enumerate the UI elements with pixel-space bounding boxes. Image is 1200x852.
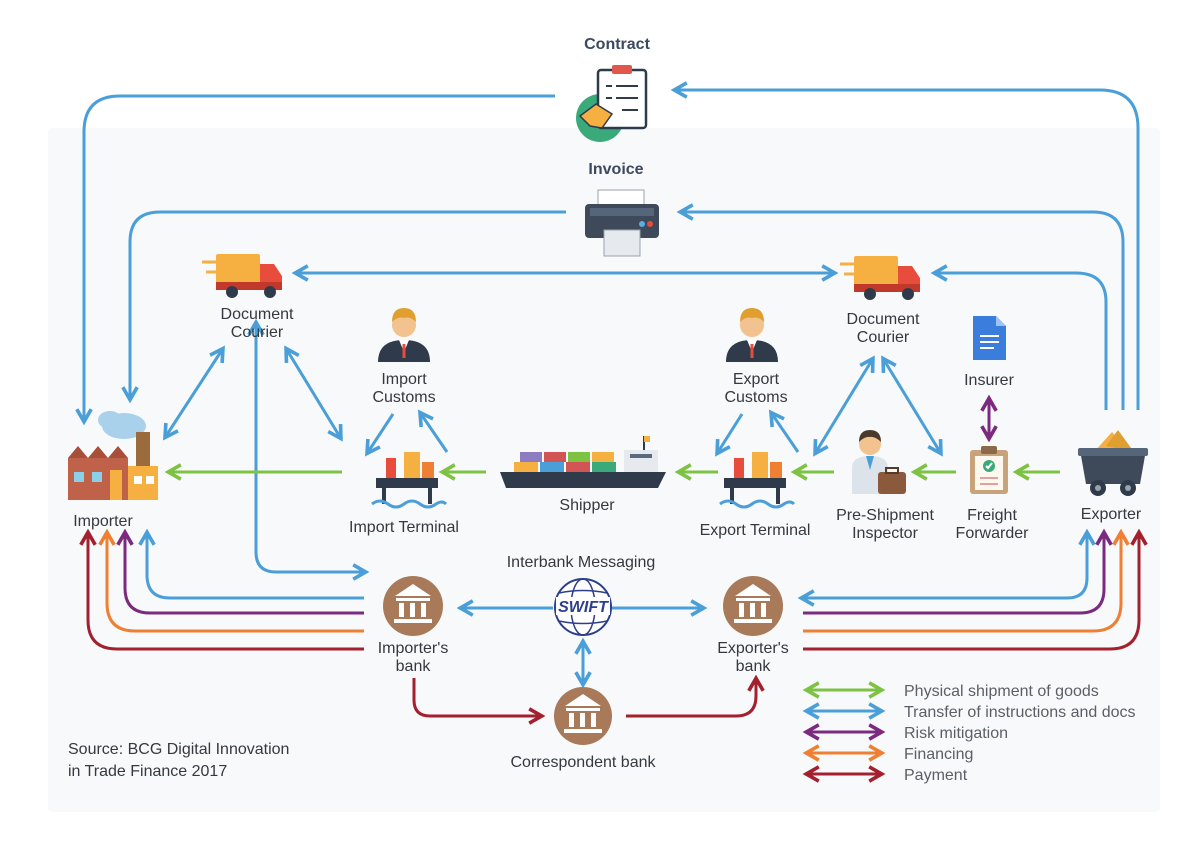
importers-bank-to-importer-arrow xyxy=(138,528,364,600)
oil-platform-icon xyxy=(371,452,448,509)
importers-bank-to-importer-financing-arrow xyxy=(98,528,364,633)
correspondent-bank-label: Correspondent bank xyxy=(511,754,657,771)
payment-flows xyxy=(79,528,1148,725)
bank-building-icon xyxy=(723,576,783,636)
importers-bank-to-correspondent-arrow xyxy=(412,678,546,725)
legend-label: Financing xyxy=(904,746,973,763)
node-labels: Contract Invoice Document Courier Docume… xyxy=(73,36,1142,771)
importers-bank-label-2: bank xyxy=(396,658,432,675)
freight-forwarder-label-1: Freight xyxy=(967,507,1017,524)
exporters-bank-to-exporter-payment-arrow xyxy=(803,528,1148,651)
source-line-2: in Trade Finance 2017 xyxy=(68,763,227,780)
courier-import-terminal-arrow xyxy=(284,345,343,442)
export-terminal-label: Export Terminal xyxy=(700,522,811,539)
legend-label: Physical shipment of goods xyxy=(904,683,1099,700)
customs-to-import-terminal-arrow xyxy=(365,413,395,457)
source-note: Source: BCG Digital Innovation in Trade … xyxy=(68,741,289,780)
delivery-truck-icon xyxy=(840,256,920,300)
exporters-bank-to-exporter-financing-arrow xyxy=(803,528,1130,633)
exporters-bank-to-exporter-risk-arrow xyxy=(803,528,1113,615)
exporter-to-courier-arrow xyxy=(930,264,1108,410)
exporter-to-invoice-arrow xyxy=(676,203,1125,410)
invoice-label: Invoice xyxy=(588,161,643,178)
legend-item-risk: Risk mitigation xyxy=(802,723,1008,742)
courier-left-label-2: Courier xyxy=(231,324,284,341)
clipboard-icon xyxy=(970,446,1008,494)
legend: Physical shipment of goods Transfer of i… xyxy=(802,681,1136,784)
printer-icon xyxy=(585,189,659,257)
courier-right-label-2: Courier xyxy=(857,329,910,346)
import-customs-label-1: Import xyxy=(381,371,427,388)
oil-platform-icon xyxy=(719,452,796,509)
officer-icon xyxy=(378,308,430,362)
interbank-messaging-label: Interbank Messaging xyxy=(507,554,656,571)
export-customs-label-1: Export xyxy=(733,371,780,388)
swift-globe-icon: SWIFT xyxy=(554,578,612,636)
importers-bank-label-1: Importer's xyxy=(378,640,449,657)
cargo-ship-icon xyxy=(500,436,666,488)
risk-flows xyxy=(116,394,1113,615)
legend-label: Payment xyxy=(904,767,968,784)
source-line-1: Source: BCG Digital Innovation xyxy=(68,741,289,758)
contract-handshake-icon xyxy=(576,65,648,142)
courier-freight-forwarder-arrow xyxy=(881,355,943,457)
delivery-truck-icon xyxy=(202,254,282,298)
export-customs-label-2: Customs xyxy=(724,389,787,406)
financing-flows xyxy=(98,528,1130,633)
insurer-label: Insurer xyxy=(964,372,1014,389)
exporter-to-exporters-bank-arrow xyxy=(797,528,1096,607)
importer-to-importers-bank-payment-arrow xyxy=(79,528,364,651)
inspector-briefcase-icon xyxy=(852,430,906,494)
exporter-to-contract-arrow xyxy=(670,81,1140,410)
import-terminal-label: Import Terminal xyxy=(349,519,459,536)
document-icon xyxy=(973,316,1006,360)
importer-label: Importer xyxy=(73,513,133,530)
customs-to-export-terminal-arrow xyxy=(715,413,744,457)
import-terminal-to-customs-arrow xyxy=(417,409,449,453)
officer-icon xyxy=(726,308,778,362)
pre-shipment-label-1: Pre-Shipment xyxy=(836,507,934,524)
importers-bank-to-importer-risk-arrow xyxy=(116,528,364,615)
legend-item-payment: Payment xyxy=(802,765,968,784)
exporters-bank-label-1: Exporter's xyxy=(717,640,789,657)
docs-flows xyxy=(75,81,1140,689)
courier-export-terminal-arrow xyxy=(813,355,875,457)
legend-label: Transfer of instructions and docs xyxy=(904,704,1136,721)
pre-shipment-label-2: Inspector xyxy=(852,525,918,542)
export-terminal-to-customs-arrow xyxy=(768,409,800,453)
legend-item-goods: Physical shipment of goods xyxy=(802,681,1099,700)
exporter-label: Exporter xyxy=(1081,506,1142,523)
correspondent-to-exporters-bank-arrow xyxy=(626,674,765,718)
courier-to-importers-bank-arrow xyxy=(247,318,370,581)
courier-right-label-1: Document xyxy=(847,311,920,328)
exporters-bank-label-2: bank xyxy=(736,658,772,675)
contract-label: Contract xyxy=(584,36,650,53)
legend-item-docs: Transfer of instructions and docs xyxy=(802,702,1136,721)
freight-forwarder-label-2: Forwarder xyxy=(956,525,1030,542)
legend-item-financing: Financing xyxy=(802,744,973,763)
invoice-to-importer-arrow xyxy=(121,210,566,404)
factory-icon xyxy=(68,411,158,500)
import-customs-label-2: Customs xyxy=(372,389,435,406)
swift-logo-text: SWIFT xyxy=(558,599,609,616)
mine-cart-icon xyxy=(1078,430,1148,496)
legend-label: Risk mitigation xyxy=(904,725,1008,742)
contract-to-importer-arrow xyxy=(75,94,555,426)
courier-importer-arrow xyxy=(163,345,225,441)
bank-building-icon xyxy=(383,576,443,636)
shipper-label: Shipper xyxy=(559,497,615,514)
bank-building-icon xyxy=(554,687,612,745)
courier-left-label-1: Document xyxy=(221,306,294,323)
